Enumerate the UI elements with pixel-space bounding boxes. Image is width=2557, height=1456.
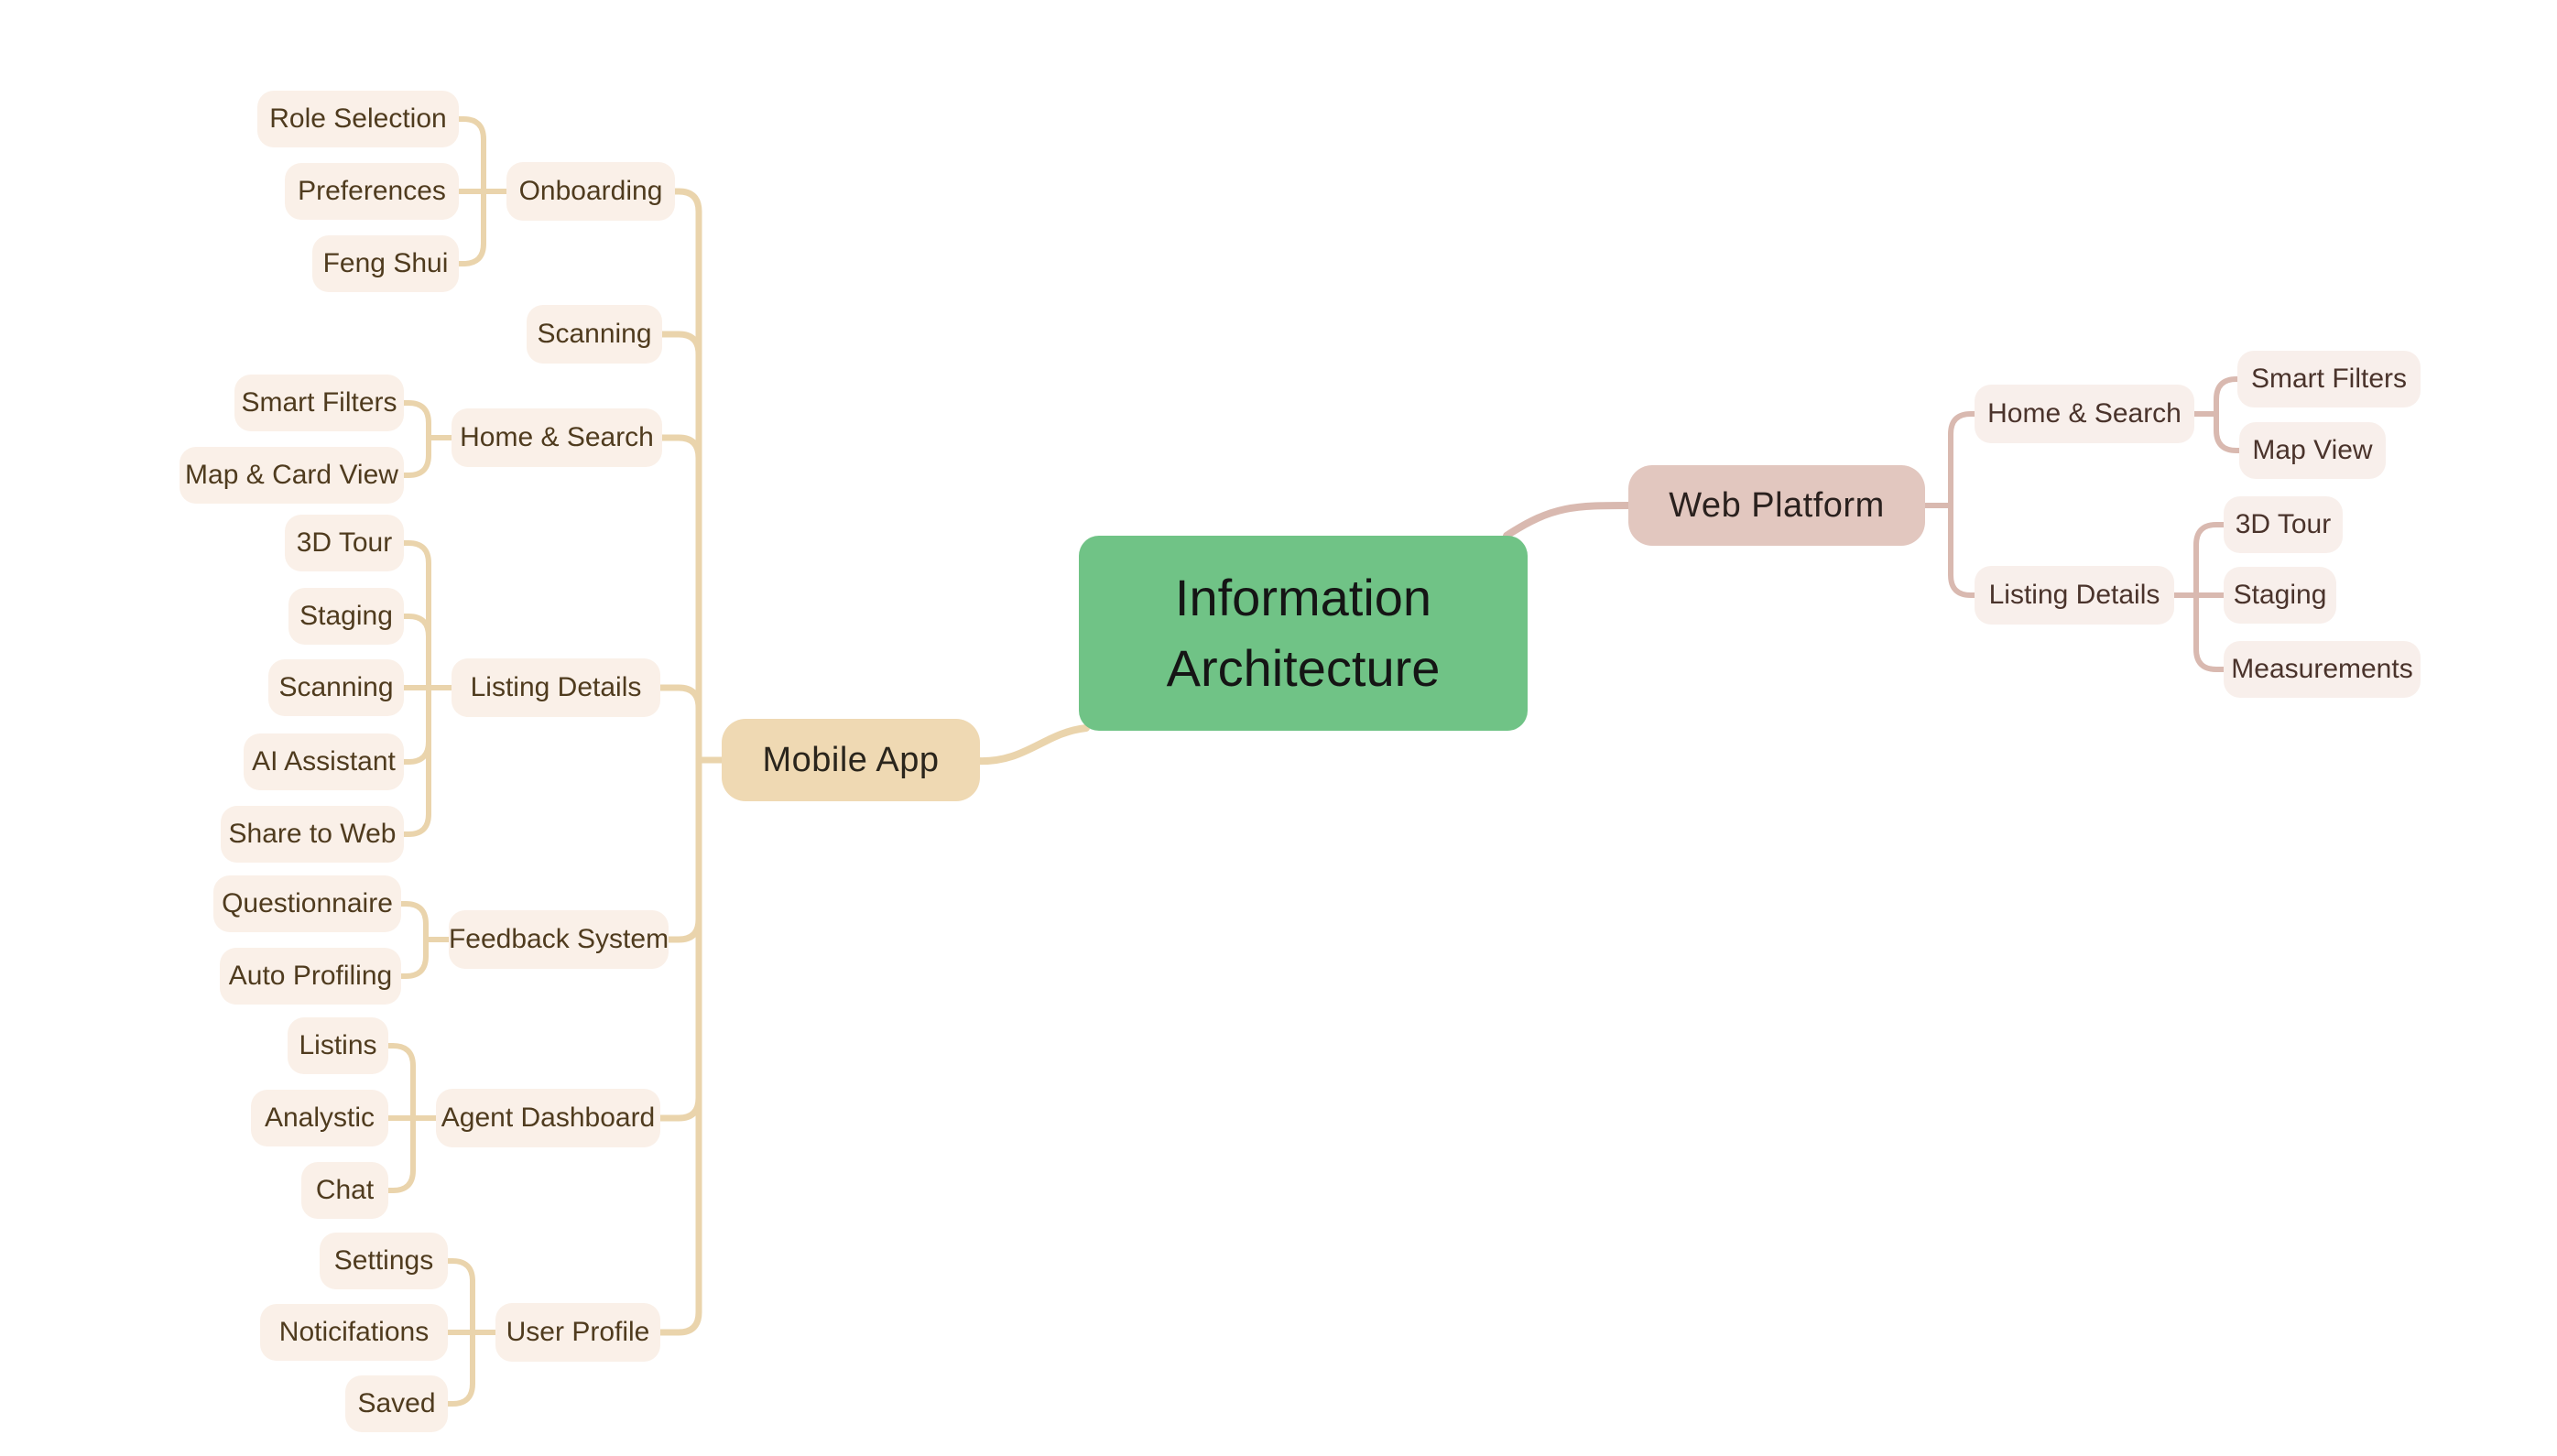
node-listins[interactable]: Listins: [288, 1017, 388, 1074]
connector-mobile-onboarding: [669, 188, 727, 764]
node-smart-filters-mobile[interactable]: Smart Filters: [234, 375, 404, 431]
connector-web-listing-details: [1920, 503, 1979, 598]
connector-feedback-questionnaire: [398, 901, 453, 942]
node-listing-details-mobile[interactable]: Listing Details: [452, 658, 660, 717]
node-staging-web[interactable]: Staging: [2224, 567, 2336, 624]
connector-web-listing-measurements: [2169, 592, 2229, 672]
node-scanning-leaf[interactable]: Scanning: [268, 659, 404, 716]
connector-web-home-search: [1920, 411, 1979, 508]
node-user-profile[interactable]: User Profile: [495, 1303, 660, 1362]
connector-agent-chat: [386, 1115, 441, 1193]
connector-homesearch-map-card-view: [401, 435, 456, 478]
connector-root-web-platform: [1503, 502, 1634, 539]
node-onboarding[interactable]: Onboarding: [506, 162, 675, 221]
node-feedback-system[interactable]: Feedback System: [449, 910, 669, 969]
connector-listing-staging: [401, 614, 456, 690]
connector-mobile-feedback-system: [662, 756, 727, 943]
node-agent-dashboard[interactable]: Agent Dashboard: [436, 1089, 660, 1147]
node-map-card-view[interactable]: Map & Card View: [180, 447, 404, 504]
connector-web-homesearch-map-view: [2189, 411, 2243, 453]
node-noticifations[interactable]: Noticifations: [260, 1304, 448, 1361]
node-3d-tour-mobile[interactable]: 3D Tour: [285, 515, 404, 571]
connector-profile-saved: [445, 1330, 500, 1407]
node-map-view[interactable]: Map View: [2239, 422, 2386, 479]
connector-mobile-listing-details: [654, 684, 727, 764]
node-share-to-web[interactable]: Share to Web: [221, 806, 404, 863]
node-root-information-architecture[interactable]: Information Architecture: [1079, 536, 1528, 731]
connector-onboarding-role-selection: [456, 116, 511, 194]
node-home-search-mobile[interactable]: Home & Search: [452, 408, 662, 467]
node-ai-assistant[interactable]: AI Assistant: [244, 733, 404, 790]
node-mobile-app[interactable]: Mobile App: [722, 719, 980, 801]
connector-web-listing-3d-tour: [2169, 522, 2229, 598]
connector-mobile-user-profile: [654, 756, 727, 1336]
node-chat[interactable]: Chat: [301, 1162, 388, 1219]
node-analystic[interactable]: Analystic: [251, 1090, 388, 1146]
node-saved[interactable]: Saved: [345, 1375, 448, 1432]
connector-feedback-auto-profiling: [398, 937, 453, 979]
node-preferences[interactable]: Preferences: [285, 163, 459, 220]
node-feng-shui[interactable]: Feng Shui: [312, 235, 459, 292]
connector-profile-settings: [445, 1258, 500, 1335]
connector-web-homesearch-smart-filters: [2189, 376, 2243, 417]
node-3d-tour-web[interactable]: 3D Tour: [2224, 496, 2343, 553]
node-home-search-web[interactable]: Home & Search: [1975, 385, 2194, 443]
node-web-platform[interactable]: Web Platform: [1628, 465, 1925, 546]
node-scanning-branch[interactable]: Scanning: [527, 305, 662, 364]
node-role-selection[interactable]: Role Selection: [257, 91, 459, 147]
node-staging-mobile[interactable]: Staging: [288, 588, 404, 645]
node-smart-filters-web[interactable]: Smart Filters: [2237, 351, 2421, 407]
node-settings[interactable]: Settings: [320, 1233, 448, 1289]
connector-mobile-scanning: [656, 331, 727, 764]
connector-listing-share-to-web: [401, 685, 456, 837]
node-measurements[interactable]: Measurements: [2224, 641, 2421, 698]
connector-agent-listins: [386, 1043, 441, 1121]
connector-root-mobile-app: [974, 724, 1090, 766]
connector-onboarding-feng-shui: [456, 189, 511, 266]
node-questionnaire[interactable]: Questionnaire: [213, 875, 401, 932]
connector-listing-3d-tour: [401, 540, 456, 690]
node-auto-profiling[interactable]: Auto Profiling: [220, 948, 401, 1005]
connector-homesearch-smart-filters: [401, 400, 456, 440]
connector-mobile-home-search: [656, 434, 727, 764]
node-listing-details-web[interactable]: Listing Details: [1975, 566, 2174, 625]
